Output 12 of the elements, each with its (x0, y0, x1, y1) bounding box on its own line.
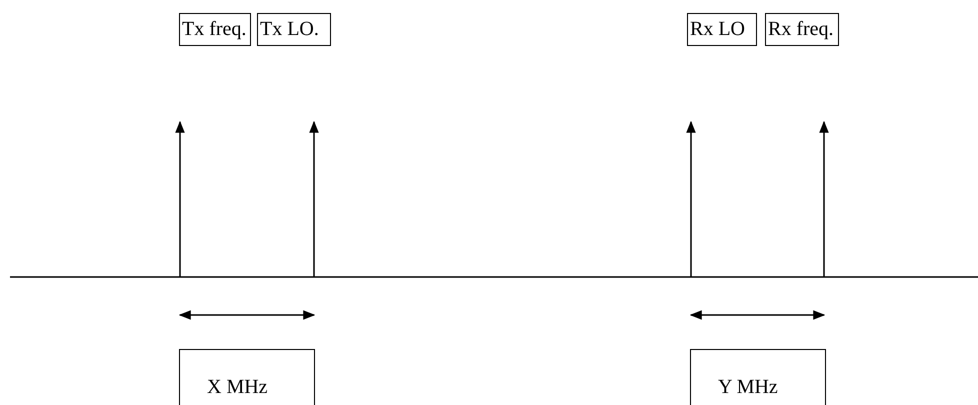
label-box (179, 13, 251, 46)
label-box (765, 13, 839, 46)
frequency-label: Rx LO (690, 18, 745, 41)
label-box (687, 13, 757, 46)
frequency-label: Tx freq. (182, 18, 246, 41)
label-box (690, 349, 826, 405)
label-box (179, 349, 315, 405)
frequency-label: Rx freq. (768, 18, 834, 41)
frequency-label: X MHz (207, 376, 268, 399)
frequency-label: Tx LO. (260, 18, 319, 41)
label-box (257, 13, 331, 46)
frequency-label: Y MHz (718, 376, 778, 399)
